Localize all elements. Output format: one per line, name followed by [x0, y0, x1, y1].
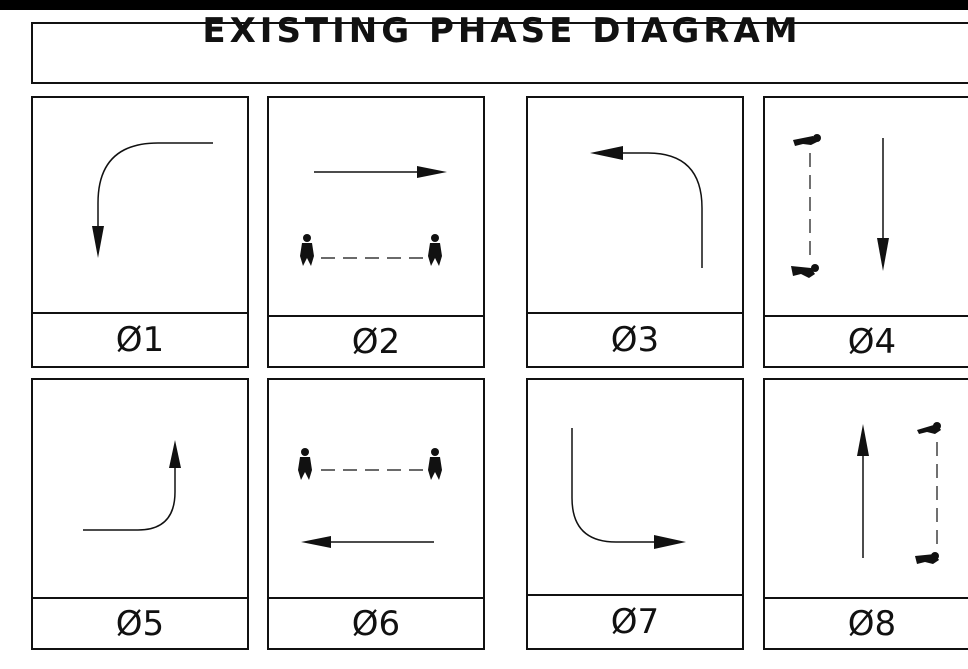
- phase-panel-4: Ø4: [763, 96, 968, 368]
- eastbound-through-arrow-with-pedestrian-crossing-icon: [300, 166, 447, 266]
- top-border-bar: [0, 0, 968, 10]
- phase-label: Ø8: [763, 597, 968, 650]
- left-turn-westbound-arrow-icon: [590, 146, 703, 268]
- left-turn-southbound-arrow-icon: [92, 142, 213, 258]
- phase-label: Ø5: [31, 597, 249, 650]
- phase-label: Ø2: [267, 315, 485, 368]
- phase-panel-2: Ø2: [267, 96, 485, 368]
- left-turn-eastbound-arrow-icon: [571, 428, 686, 549]
- phase-panel-6: Ø6: [267, 378, 485, 650]
- phase-panel-1: Ø1: [31, 96, 249, 368]
- phase-panel-5: Ø5: [31, 378, 249, 650]
- phase-label: Ø4: [763, 315, 968, 368]
- title-frame: [31, 22, 968, 84]
- phase-label: Ø3: [526, 312, 744, 368]
- phase-label: Ø7: [526, 594, 744, 650]
- phase-panel-3: Ø3: [526, 96, 744, 368]
- phase-panel-8: Ø8: [763, 378, 968, 650]
- northbound-through-arrow-with-pedestrian-crossing-icon: [857, 422, 941, 564]
- westbound-through-arrow-with-pedestrian-crossing-icon: [298, 448, 442, 548]
- left-turn-northbound-arrow-icon: [83, 440, 181, 531]
- southbound-through-arrow-with-pedestrian-crossing-icon: [791, 134, 889, 278]
- phase-label: Ø6: [267, 597, 485, 650]
- phase-panel-7: Ø7: [526, 378, 744, 650]
- diagram-title: EXISTING PHASE DIAGRAM: [202, 11, 802, 51]
- phase-label: Ø1: [31, 312, 249, 368]
